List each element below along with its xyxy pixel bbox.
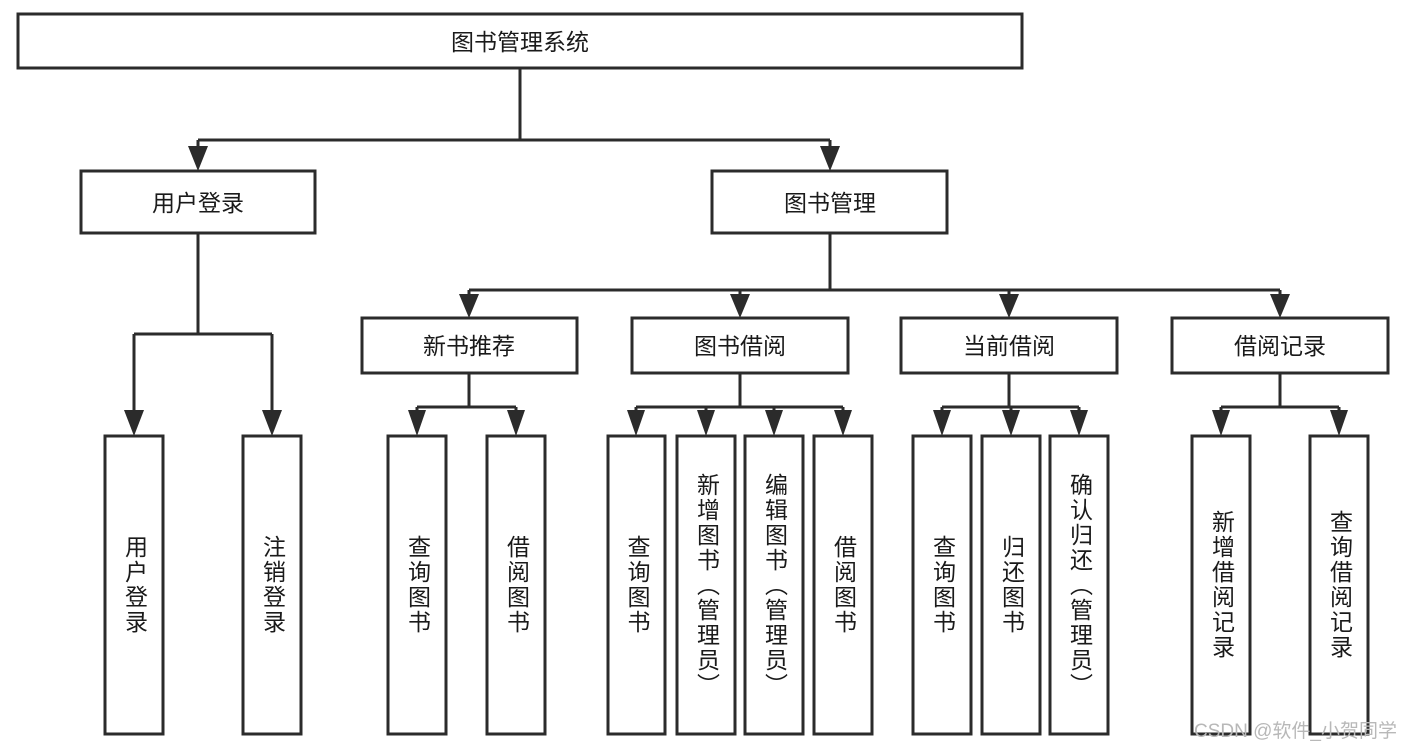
arrowhead-leaf-query-book-c (933, 410, 951, 436)
node-box-user-login[interactable] (79, 169, 317, 235)
arrowhead-leaf-add-book-admin (697, 410, 715, 436)
arrowhead-leaf-query-book-a (408, 410, 426, 436)
node-box-leaf-return-book[interactable] (980, 434, 1042, 736)
arrowhead-leaf-query-book-b (627, 410, 645, 436)
node-box-leaf-query-book-b[interactable] (606, 434, 667, 736)
label-book-borrow: 图书借阅 (694, 333, 786, 359)
arrowhead-book-mgmt (820, 146, 840, 171)
arrowhead-new-book-recommend (459, 294, 479, 318)
arrowhead-user-login (188, 146, 208, 171)
node-box-leaf-add-book-admin[interactable] (675, 434, 737, 736)
node-box-leaf-query-borrow-record[interactable] (1308, 434, 1370, 736)
label-borrow-records: 借阅记录 (1234, 333, 1326, 359)
arrowhead-leaf-user-login (124, 410, 144, 436)
node-box-leaf-edit-book-admin[interactable] (743, 434, 805, 736)
node-box-leaf-query-book-a[interactable] (386, 434, 448, 736)
arrowhead-current-borrow (999, 294, 1019, 318)
node-box-leaf-add-borrow-record[interactable] (1190, 434, 1252, 736)
label-user-login: 用户登录 (152, 190, 244, 216)
node-box-root[interactable] (16, 12, 1024, 70)
label-root: 图书管理系统 (451, 29, 589, 55)
node-box-leaf-logout[interactable] (241, 434, 303, 736)
arrowhead-leaf-logout (262, 410, 282, 436)
node-box-leaf-borrow-book-a[interactable] (485, 434, 547, 736)
label-current-borrow: 当前借阅 (963, 333, 1055, 359)
arrowhead-leaf-confirm-return (1070, 410, 1088, 436)
arrowhead-leaf-borrow-book-a (507, 410, 525, 436)
node-box-current-borrow[interactable] (899, 316, 1119, 375)
arrowhead-book-borrow (730, 294, 750, 318)
arrowhead-leaf-borrow-book-b (834, 410, 852, 436)
csdn-watermark: CSDN @软件_小贺同学 (1194, 721, 1397, 742)
arrowhead-leaf-return-book (1002, 410, 1020, 436)
arrowhead-leaf-add-borrow-record (1212, 410, 1230, 436)
label-book-management: 图书管理 (784, 190, 876, 216)
node-box-new-book-recommend[interactable] (360, 316, 579, 375)
node-box-leaf-query-book-c[interactable] (911, 434, 973, 736)
node-box-leaf-borrow-book-b[interactable] (812, 434, 874, 736)
arrowhead-leaf-query-borrow-record (1330, 410, 1348, 436)
label-new-book-recommend: 新书推荐 (423, 333, 515, 359)
arrowhead-borrow-records (1270, 294, 1290, 318)
arrowhead-leaf-edit-book-admin (765, 410, 783, 436)
node-box-leaf-confirm-return-admin[interactable] (1048, 434, 1110, 736)
node-box-leaf-user-login[interactable] (103, 434, 165, 736)
